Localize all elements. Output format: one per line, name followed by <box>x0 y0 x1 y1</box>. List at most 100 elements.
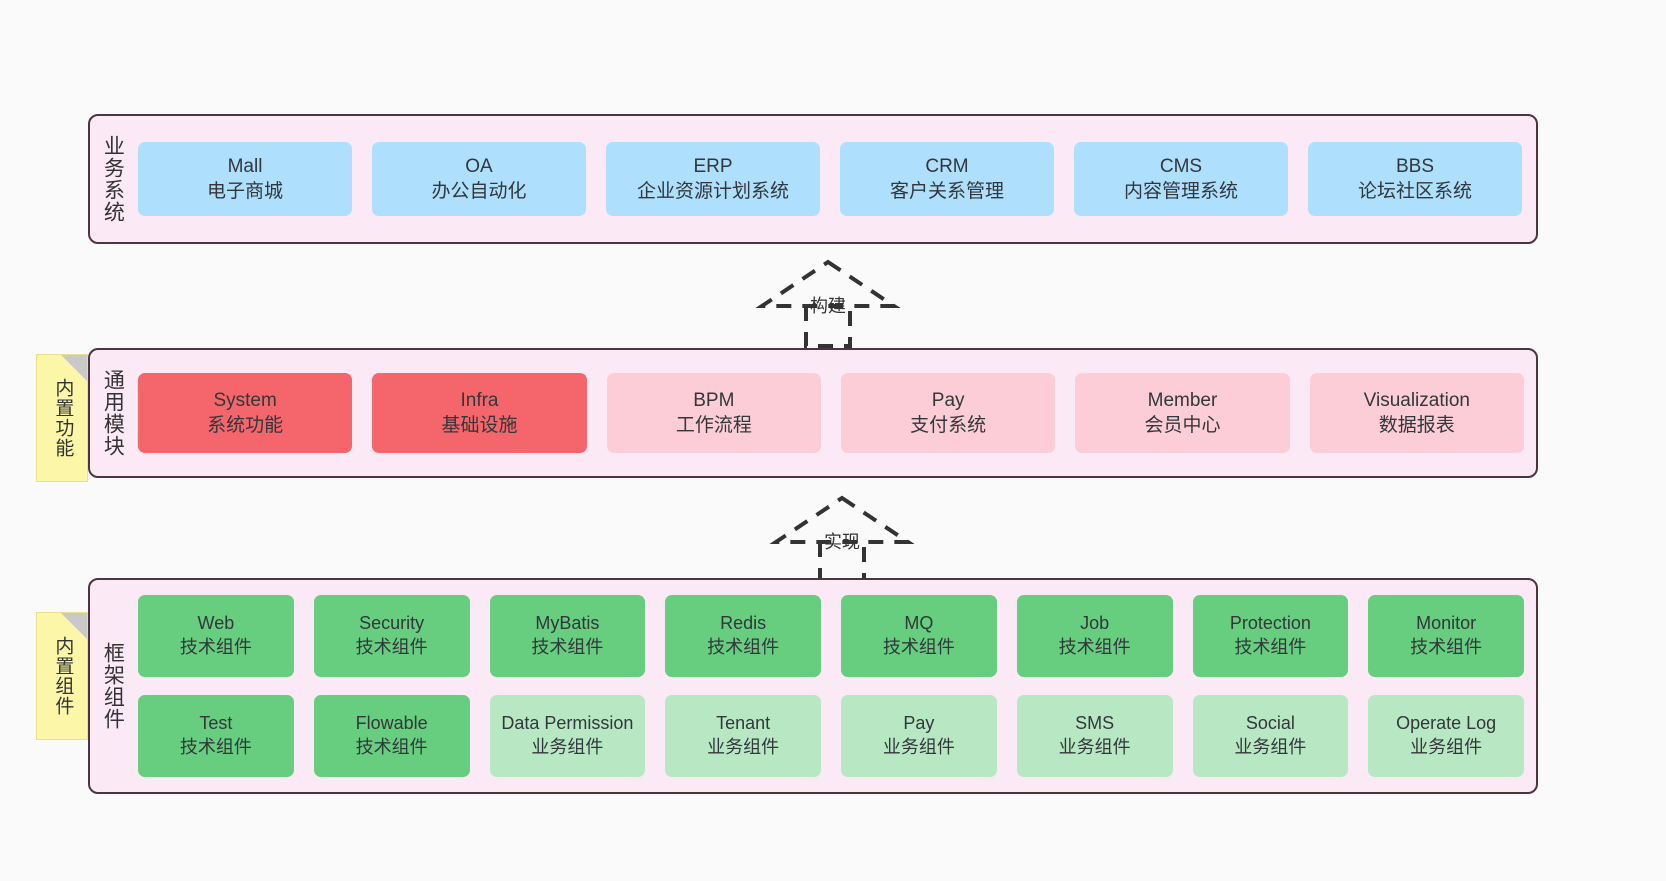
sticky-note-builtin-components: 内置组件 <box>36 612 88 740</box>
component-mq-en: MQ <box>904 613 934 634</box>
business-system-row: Mall 电子商城 OA 办公自动化 ERP 企业资源计划系统 CRM 客户关系… <box>138 142 1522 216</box>
block-cms[interactable]: CMS 内容管理系统 <box>1074 142 1288 216</box>
component-test-en: Test <box>199 713 233 734</box>
block-oa-cn: 办公自动化 <box>431 181 527 202</box>
component-social-cn: 业务组件 <box>1234 737 1307 757</box>
component-test-cn: 技术组件 <box>179 737 252 757</box>
module-visualization-cn: 数据报表 <box>1378 415 1455 436</box>
module-infra-en: Infra <box>460 389 499 411</box>
component-web[interactable]: Web 技术组件 <box>138 595 294 677</box>
block-crm-cn: 客户关系管理 <box>889 181 1004 202</box>
block-bbs[interactable]: BBS 论坛社区系统 <box>1308 142 1522 216</box>
module-system-cn: 系统功能 <box>207 415 284 436</box>
sticky-fold-icon <box>61 355 87 381</box>
component-sms[interactable]: SMS 业务组件 <box>1016 695 1173 777</box>
module-infra[interactable]: Infra 基础设施 <box>372 373 587 453</box>
component-mybatis-en: MyBatis <box>535 613 600 634</box>
generalization-triangle-icon <box>755 259 901 308</box>
block-crm-en: CRM <box>925 155 969 177</box>
framework-component-row-2: Test 技术组件 Flowable 技术组件 Data Permission … <box>138 695 1524 777</box>
component-tenant-en: Tenant <box>716 713 771 734</box>
sticky-note-builtin-functions-label: 内置功能 <box>52 378 74 458</box>
block-mall-en: Mall <box>227 155 263 177</box>
component-monitor-cn: 技术组件 <box>1410 637 1483 657</box>
block-erp-en: ERP <box>693 155 733 177</box>
component-security-en: Security <box>359 613 425 634</box>
component-mq-cn: 技术组件 <box>882 637 955 657</box>
sticky-note-builtin-functions: 内置功能 <box>36 354 88 482</box>
block-mall-cn: 电子商城 <box>206 181 283 202</box>
framework-component-row-1: Web 技术组件 Security 技术组件 MyBatis 技术组件 Redi… <box>138 595 1524 677</box>
component-job-cn: 技术组件 <box>1058 637 1131 657</box>
component-security[interactable]: Security 技术组件 <box>313 595 470 677</box>
block-oa[interactable]: OA 办公自动化 <box>372 142 586 216</box>
module-member-en: Member <box>1147 389 1218 411</box>
component-tenant[interactable]: Tenant 业务组件 <box>665 695 821 777</box>
block-erp[interactable]: ERP 企业资源计划系统 <box>606 142 820 216</box>
component-protection[interactable]: Protection 技术组件 <box>1192 595 1349 677</box>
block-mall[interactable]: Mall 电子商城 <box>138 142 352 216</box>
block-cms-en: CMS <box>1159 155 1203 177</box>
connector-build: 构建 <box>755 258 901 348</box>
module-visualization-en: Visualization <box>1363 389 1470 411</box>
component-tenant-cn: 业务组件 <box>707 737 780 757</box>
component-sms-en: SMS <box>1075 713 1115 734</box>
component-pay[interactable]: Pay 业务组件 <box>841 695 997 777</box>
module-visualization[interactable]: Visualization 数据报表 <box>1309 373 1524 453</box>
component-mybatis-cn: 技术组件 <box>531 637 604 657</box>
generalization-triangle-icon <box>769 495 915 544</box>
component-operate-log-en: Operate Log <box>1396 713 1497 734</box>
block-erp-cn: 企业资源计划系统 <box>636 181 789 202</box>
block-crm[interactable]: CRM 客户关系管理 <box>840 142 1054 216</box>
module-infra-cn: 基础设施 <box>441 415 518 436</box>
block-bbs-en: BBS <box>1395 155 1435 177</box>
component-data-permission-en: Data Permission <box>501 713 634 734</box>
component-operate-log[interactable]: Operate Log 业务组件 <box>1368 695 1524 777</box>
component-protection-en: Protection <box>1229 613 1311 634</box>
component-social-en: Social <box>1245 713 1295 734</box>
component-flowable[interactable]: Flowable 技术组件 <box>313 695 470 777</box>
layer-title-common-module: 通用模块 <box>101 369 125 457</box>
component-flowable-en: Flowable <box>355 713 428 734</box>
module-member-cn: 会员中心 <box>1144 415 1221 436</box>
component-mq[interactable]: MQ 技术组件 <box>841 595 997 677</box>
layer-body-framework-component: Web 技术组件 Security 技术组件 MyBatis 技术组件 Redi… <box>134 580 1536 792</box>
component-redis-en: Redis <box>720 613 767 634</box>
component-monitor-en: Monitor <box>1416 613 1477 634</box>
component-redis-cn: 技术组件 <box>707 637 780 657</box>
layer-framework-component: 框架组件 Web 技术组件 Security 技术组件 MyBatis 技术组件… <box>88 578 1538 794</box>
component-sms-cn: 业务组件 <box>1058 737 1131 757</box>
component-redis[interactable]: Redis 技术组件 <box>665 595 821 677</box>
component-job[interactable]: Job 技术组件 <box>1016 595 1173 677</box>
component-web-cn: 技术组件 <box>179 637 252 657</box>
component-data-permission-cn: 业务组件 <box>531 737 604 757</box>
module-bpm-cn: 工作流程 <box>675 415 752 436</box>
layer-body-business-system: Mall 电子商城 OA 办公自动化 ERP 企业资源计划系统 CRM 客户关系… <box>134 116 1536 242</box>
module-system[interactable]: System 系统功能 <box>138 373 353 453</box>
component-operate-log-cn: 业务组件 <box>1410 737 1483 757</box>
connector-stem-icon <box>804 306 852 348</box>
component-social[interactable]: Social 业务组件 <box>1192 695 1349 777</box>
block-bbs-cn: 论坛社区系统 <box>1357 181 1472 202</box>
component-test[interactable]: Test 技术组件 <box>138 695 294 777</box>
layer-business-system: 业务系统 Mall 电子商城 OA 办公自动化 ERP 企业资源计划系统 CRM… <box>88 114 1538 244</box>
component-mybatis[interactable]: MyBatis 技术组件 <box>489 595 646 677</box>
component-job-en: Job <box>1080 613 1110 634</box>
module-pay[interactable]: Pay 支付系统 <box>840 373 1056 453</box>
connector-implement: 实现 <box>769 494 915 584</box>
component-data-permission[interactable]: Data Permission 业务组件 <box>489 695 646 777</box>
module-bpm-en: BPM <box>693 389 735 411</box>
module-bpm[interactable]: BPM 工作流程 <box>606 373 821 453</box>
module-member[interactable]: Member 会员中心 <box>1075 373 1290 453</box>
connector-implement-label: 实现 <box>824 532 860 552</box>
layer-title-framework-component: 框架组件 <box>101 642 125 730</box>
component-flowable-cn: 技术组件 <box>355 737 428 757</box>
block-oa-en: OA <box>465 155 493 177</box>
component-monitor[interactable]: Monitor 技术组件 <box>1368 595 1524 677</box>
sticky-fold-icon <box>61 613 87 639</box>
layer-common-module: 通用模块 System 系统功能 Infra 基础设施 BPM 工作流程 Pay… <box>88 348 1538 478</box>
component-security-cn: 技术组件 <box>355 637 428 657</box>
module-pay-cn: 支付系统 <box>910 415 987 436</box>
common-module-row: System 系统功能 Infra 基础设施 BPM 工作流程 Pay 支付系统… <box>138 373 1524 453</box>
